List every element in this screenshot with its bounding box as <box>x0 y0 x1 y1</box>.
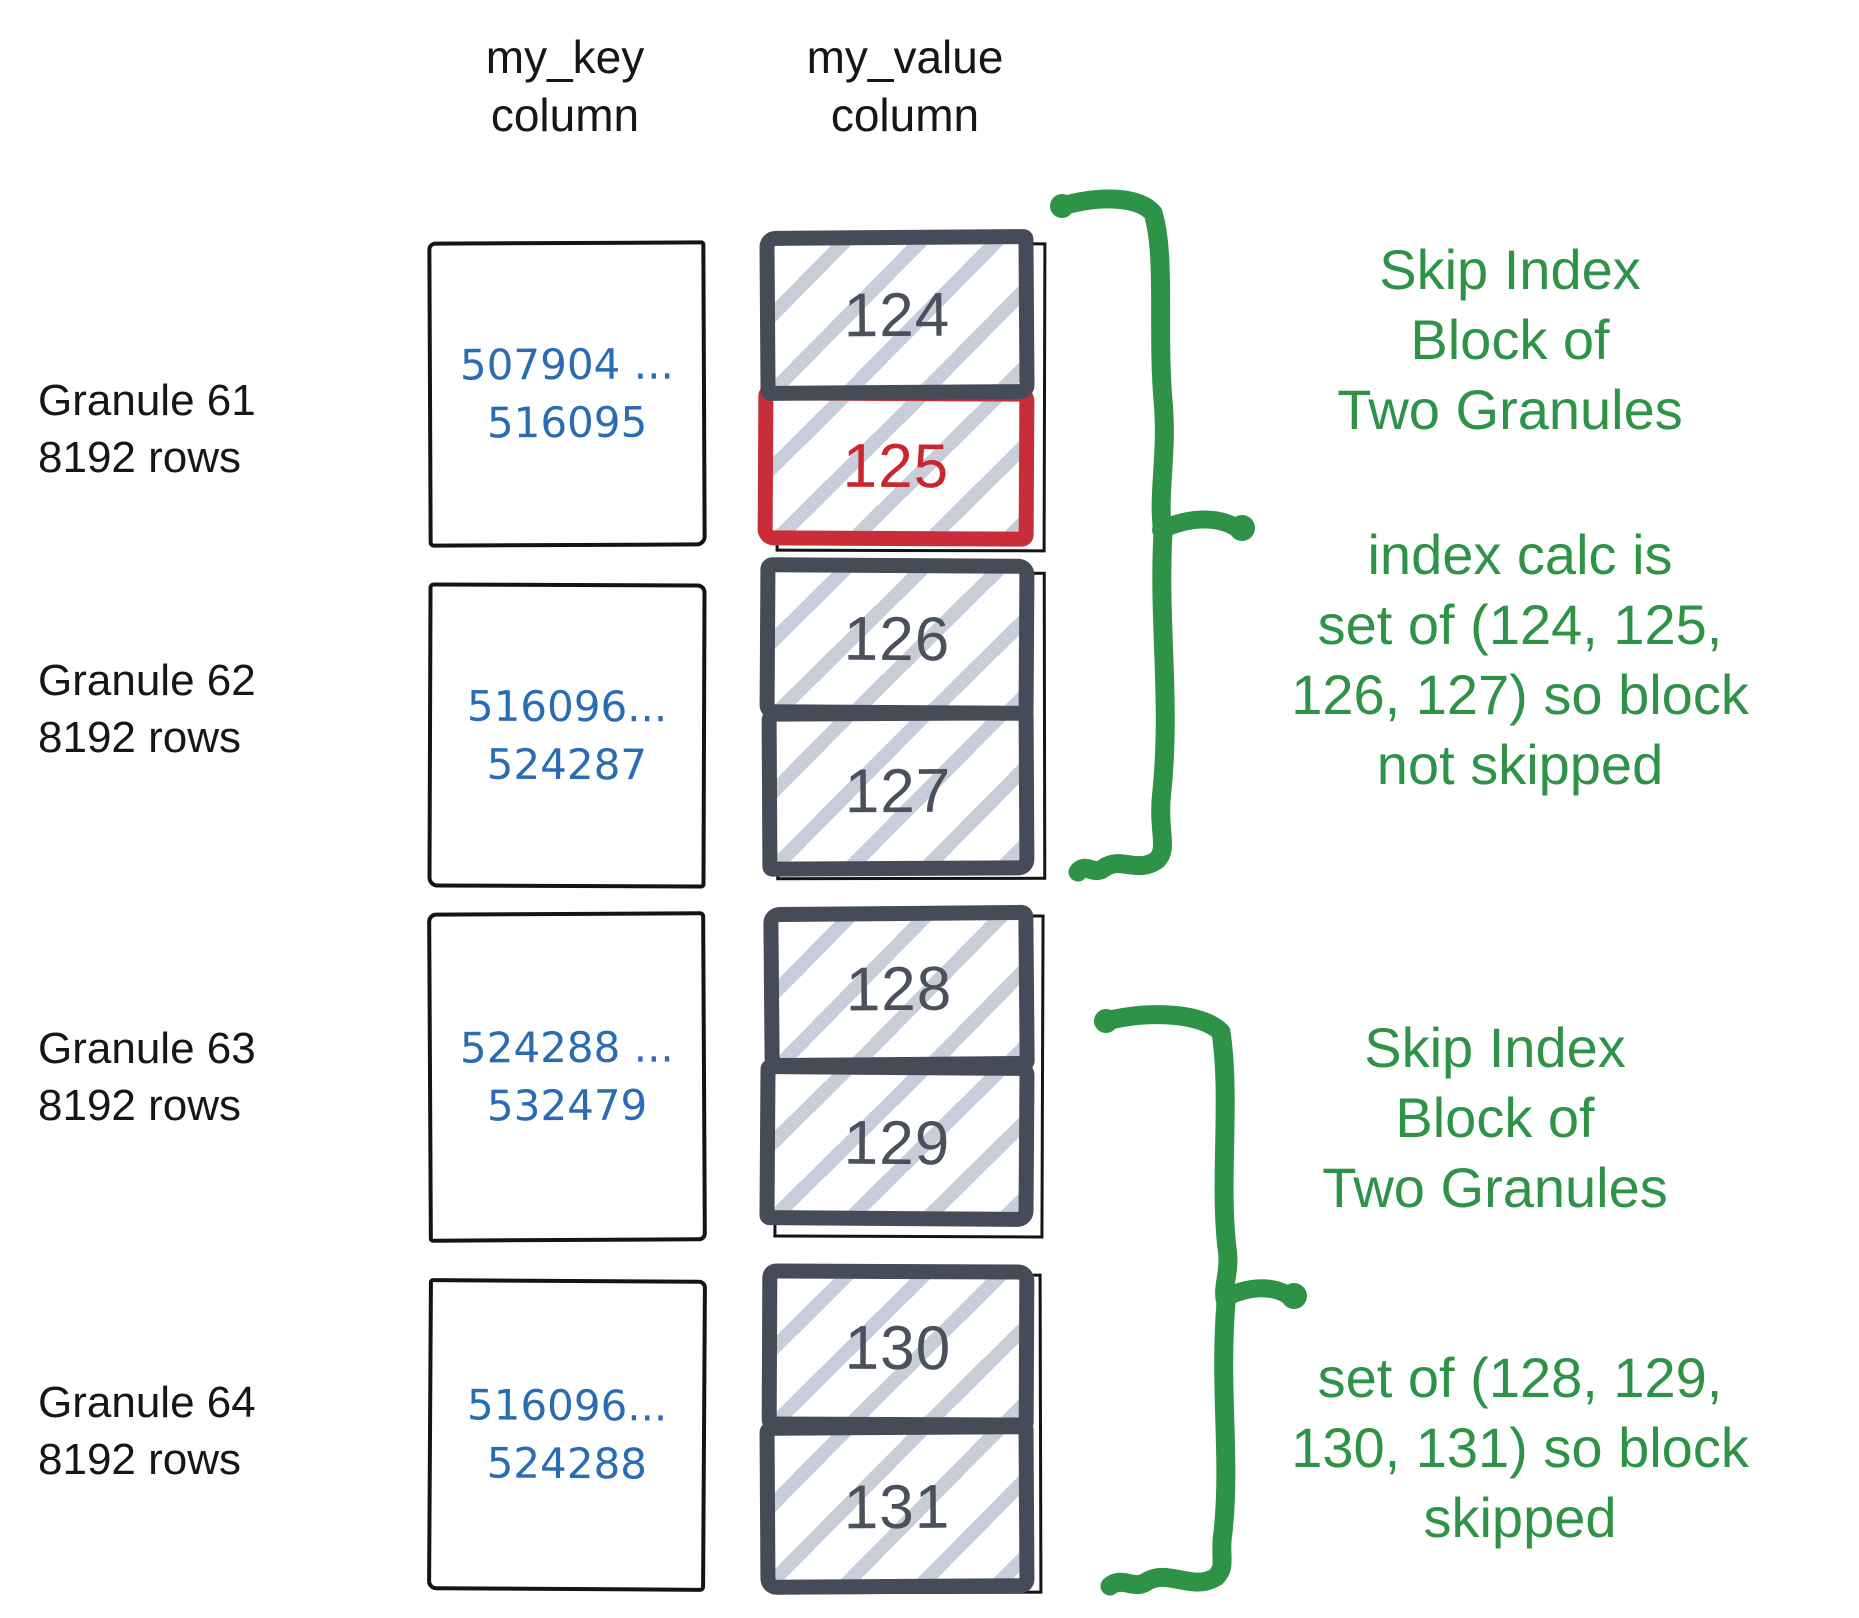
granule-64-name: Granule 64 <box>38 1378 256 1427</box>
block2-note-line1: set of (128, 129, <box>1317 1346 1723 1409</box>
value-number: 125 <box>842 431 950 501</box>
key-box-granule-61: 507904 ... 516095 <box>427 240 707 548</box>
granule-61-name: Granule 61 <box>38 376 256 425</box>
key-range-start: 516096... <box>466 1380 668 1431</box>
granule-61-label: Granule 61 8192 rows <box>38 372 348 486</box>
value-number: 131 <box>843 1472 951 1542</box>
value-box-124: 124 <box>759 229 1035 401</box>
block1-note-line1: index calc is <box>1367 523 1673 586</box>
value-number: 128 <box>845 954 953 1024</box>
block1-note-line2: set of (124, 125, <box>1317 593 1723 656</box>
granule-63-rows: 8192 rows <box>38 1081 242 1130</box>
block1-title-line3: Two Granules <box>1337 378 1683 441</box>
block2-skip-index-title: Skip Index Block of Two Granules <box>1225 1013 1765 1223</box>
key-range-start: 516096... <box>466 681 668 731</box>
granule-62-label: Granule 62 8192 rows <box>38 652 348 766</box>
brace2-start-blob <box>1094 1009 1118 1033</box>
brace1-start-blob <box>1050 194 1074 218</box>
value-box-130: 130 <box>761 1263 1035 1433</box>
skip-brace-block1 <box>1052 189 1175 882</box>
key-range-end: 516095 <box>486 397 648 448</box>
key-column-header-line2: column <box>490 89 640 141</box>
block1-title-line2: Block of <box>1410 308 1610 371</box>
key-range-end: 524287 <box>486 739 648 789</box>
block2-title-line3: Two Granules <box>1322 1156 1668 1219</box>
value-box-129: 129 <box>759 1059 1035 1227</box>
key-range-end: 524288 <box>486 1438 648 1489</box>
block2-title-line1: Skip Index <box>1364 1016 1626 1079</box>
key-box-granule-63: 524288 ... 532479 <box>427 911 707 1243</box>
value-column-header-line2: column <box>830 89 980 141</box>
block2-title-line2: Block of <box>1395 1086 1595 1149</box>
value-box-127: 127 <box>761 705 1035 877</box>
value-box-126: 126 <box>759 557 1035 721</box>
value-number: 126 <box>843 604 951 674</box>
value-box-128: 128 <box>763 904 1035 1074</box>
key-range-start: 524288 ... <box>459 1022 674 1073</box>
granule-62-rows: 8192 rows <box>38 713 242 762</box>
skip-brace-block1-notch <box>1152 510 1249 539</box>
block2-note-line2: 130, 131) so block <box>1291 1416 1749 1479</box>
key-column-header: my_key column <box>385 28 745 144</box>
key-box-granule-64: 516096... 524288 <box>427 1278 707 1592</box>
block1-note-line4: not skipped <box>1376 733 1664 796</box>
value-number: 127 <box>844 756 952 826</box>
granule-62-name: Granule 62 <box>38 656 256 705</box>
value-column-header: my_value column <box>725 28 1085 144</box>
value-box-131: 131 <box>759 1419 1035 1595</box>
granule-64-rows: 8192 rows <box>38 1435 242 1484</box>
granule-61-rows: 8192 rows <box>38 433 242 482</box>
value-number: 130 <box>844 1313 952 1383</box>
granule-63-name: Granule 63 <box>38 1024 256 1073</box>
key-box-granule-62: 516096... 524287 <box>427 582 707 889</box>
granule-63-label: Granule 63 8192 rows <box>38 1020 348 1134</box>
key-range-start: 507904 ... <box>459 339 674 390</box>
brace2-notch-blob <box>1281 1283 1307 1309</box>
value-number: 129 <box>843 1108 951 1178</box>
block1-skip-index-title: Skip Index Block of Two Granules <box>1240 235 1780 445</box>
value-box-125-highlighted: 125 <box>757 385 1035 547</box>
skip-brace-block2 <box>1096 1005 1238 1596</box>
value-number: 124 <box>843 280 951 350</box>
block2-skipped-note: set of (128, 129, 130, 131) so block ski… <box>1220 1343 1820 1553</box>
block1-note-line3: 126, 127) so block <box>1291 663 1749 726</box>
key-column-header-line1: my_key <box>485 31 645 83</box>
skip-brace-block2-notch <box>1216 1279 1301 1307</box>
block1-title-line1: Skip Index <box>1379 238 1641 301</box>
block2-note-line3: skipped <box>1423 1486 1617 1549</box>
granule-64-label: Granule 64 8192 rows <box>38 1374 348 1488</box>
block1-index-calc-note: index calc is set of (124, 125, 126, 127… <box>1230 520 1810 800</box>
value-column-header-line1: my_value <box>806 31 1004 83</box>
key-range-end: 532479 <box>486 1080 648 1131</box>
